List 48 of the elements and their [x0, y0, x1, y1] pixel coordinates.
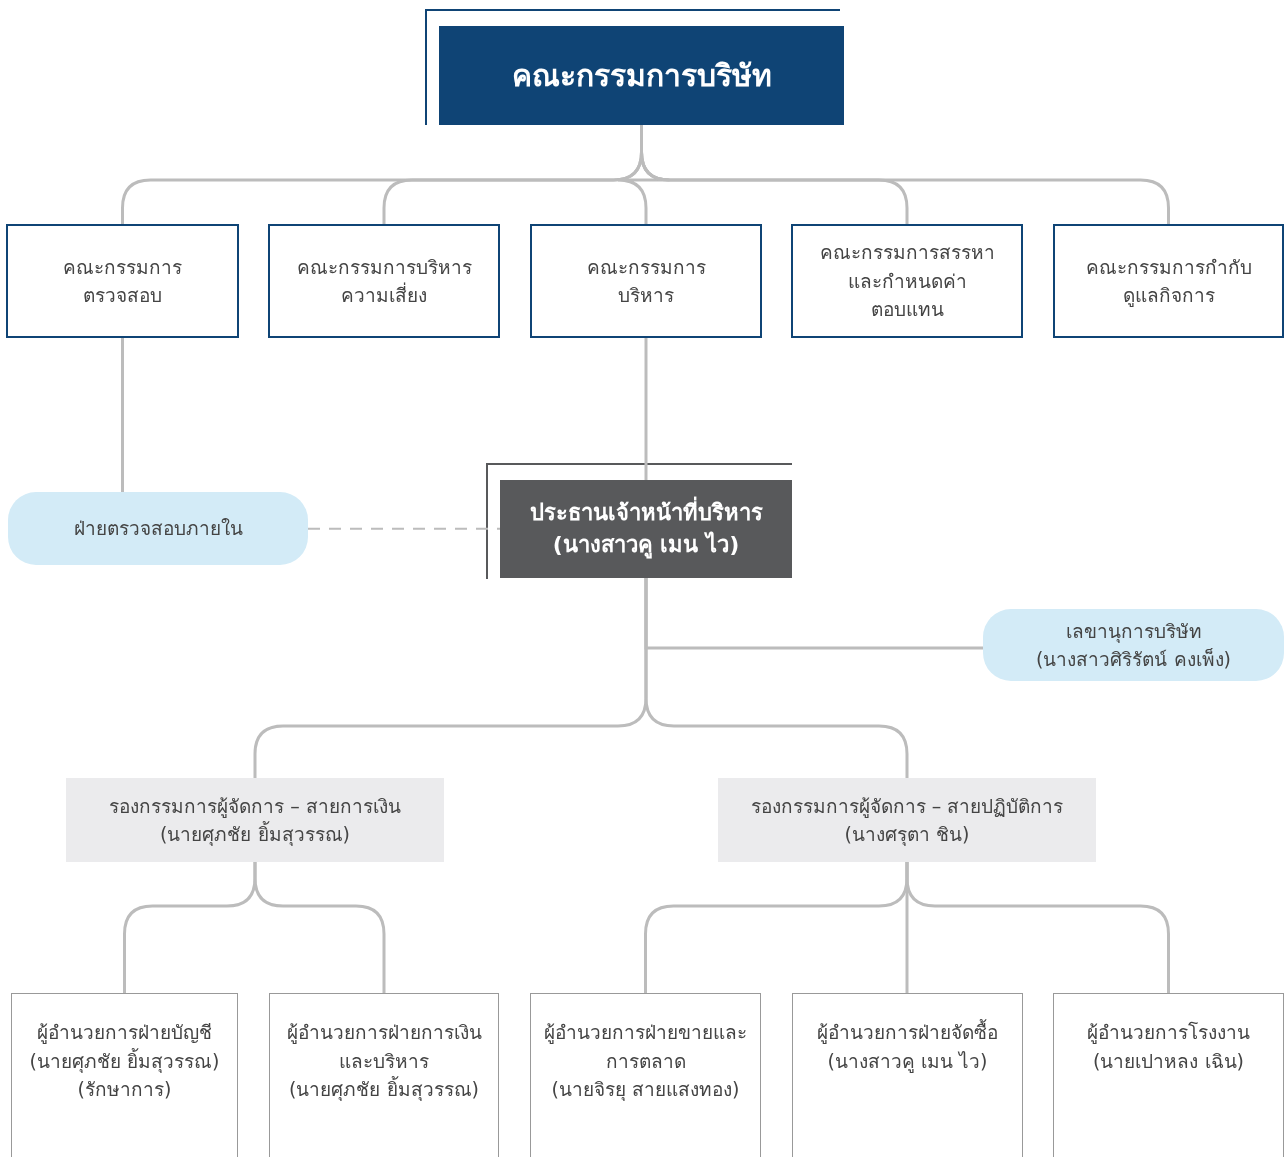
- connector-line: [644, 338, 648, 480]
- name-text: (นายศุภชัย ยิ้มสุวรรณ): [160, 820, 350, 848]
- connector-line: [905, 862, 1170, 993]
- role-title: ประธานเจ้าหน้าที่บริหาร: [529, 497, 763, 529]
- role-title: รองกรรมการผู้จัดการ – สายการเงิน: [109, 793, 401, 820]
- director-box: [11, 993, 238, 1157]
- role-title: ผู้อำนวยการฝ่ายบัญชี: [37, 1020, 212, 1046]
- name-text: (นางศรุตา ชิน): [844, 822, 970, 848]
- role-title: ฝ่ายตรวจสอบภายใน: [73, 516, 243, 542]
- role-title: คณะกรรมการสรรหาและกำหนดค่าตอบแทน: [818, 240, 996, 323]
- connector-line: [121, 338, 124, 492]
- role-title: คณะกรรมการบริหารความเสี่ยง: [295, 254, 473, 308]
- name-text: (นางสาวศิริรัตน์ คงเพ็ง): [1036, 647, 1231, 672]
- board-box: [439, 26, 844, 125]
- secretary-pill: [983, 609, 1284, 681]
- committee-box: [6, 224, 239, 338]
- name-text: (นางสาวคู เมน ไว): [552, 530, 740, 561]
- ceo-box: [500, 480, 792, 578]
- committee-box: [791, 224, 1023, 338]
- name-text: (นายศุภชัย ยิ้มสุวรรณ): [289, 1075, 479, 1103]
- vp-box: [66, 778, 444, 862]
- role-title: คณะกรรมการบริษัท: [511, 57, 772, 95]
- connector-line: [644, 578, 909, 778]
- dashed-connector: [307, 527, 501, 530]
- name-text: (นายจิรยุ สายแสงทอง): [551, 1077, 740, 1103]
- role-title: คณะกรรมการกำกับดูแลกิจการ: [1084, 254, 1253, 309]
- name-text: (นายเปาหลง เฉิน): [1093, 1048, 1244, 1074]
- role-title: รองกรรมการผู้จัดการ – สายปฏิบัติการ: [750, 793, 1064, 820]
- committee-box: [1053, 224, 1284, 338]
- role-title: คณะกรรมการบริหาร: [585, 254, 707, 308]
- role-title: คณะกรรมการตรวจสอบ: [62, 254, 183, 308]
- name-text: (นางสาวคู เมน ไว): [827, 1048, 988, 1075]
- role-title: ผู้อำนวยการฝ่ายจัดซื้อ: [817, 1018, 998, 1046]
- role-title: เลขานุการบริษัท: [1065, 618, 1202, 645]
- vp-box: [718, 778, 1096, 862]
- director-box: [530, 993, 761, 1157]
- department-pill: [8, 492, 308, 565]
- director-box: [792, 993, 1023, 1157]
- director-box: [269, 993, 499, 1157]
- name-text: (นายศุภชัย ยิ้มสุวรรณ): [29, 1047, 220, 1075]
- role-title: ผู้อำนวยการฝ่ายการเงินและบริหาร: [285, 1020, 483, 1074]
- committee-box: [530, 224, 762, 338]
- committee-box: [268, 224, 500, 338]
- role-title: ผู้อำนวยการโรงงาน: [1087, 1020, 1250, 1046]
- connector-line: [253, 862, 386, 993]
- role-title: ผู้อำนวยการฝ่ายขายและการตลาด: [543, 1020, 748, 1074]
- name-text: (รักษาการ): [77, 1077, 172, 1102]
- director-box: [1053, 993, 1284, 1157]
